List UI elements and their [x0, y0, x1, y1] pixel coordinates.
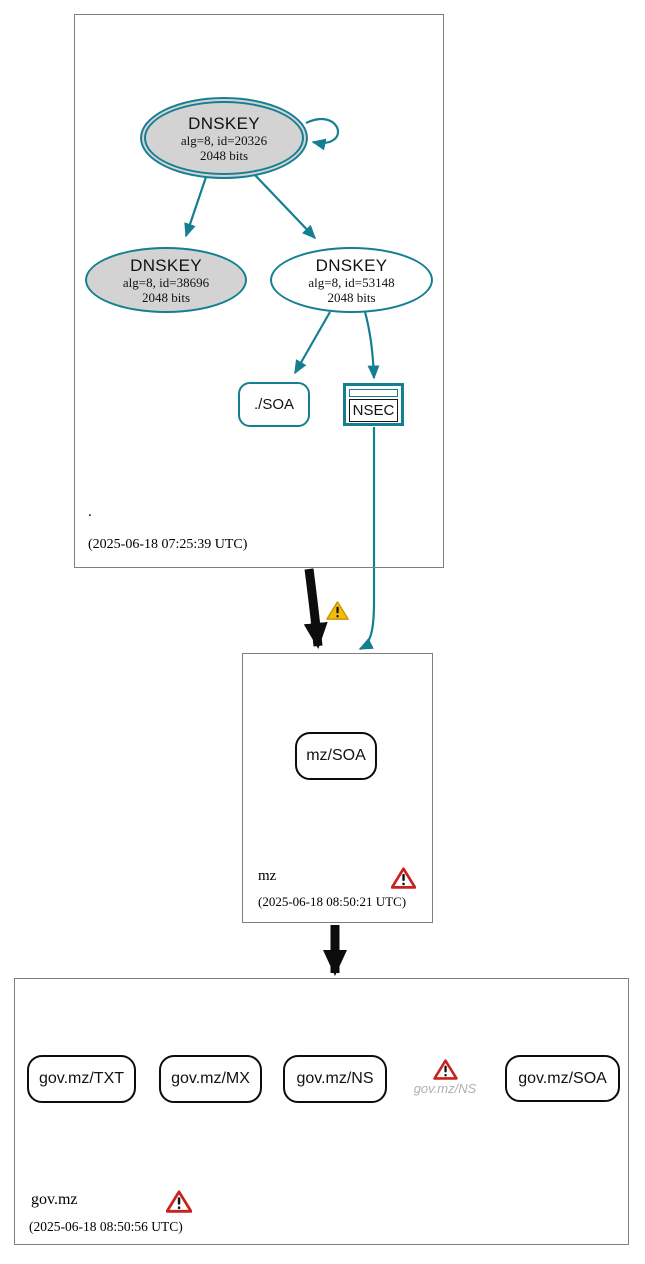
dnskey-20326-title: DNSKEY: [188, 113, 260, 133]
dnskey-53148-params: alg=8, id=53148: [308, 274, 395, 290]
rrset-govmz-ns[interactable]: gov.mz/NS: [283, 1055, 387, 1103]
govmz-zone-error-icon[interactable]: [166, 1190, 192, 1213]
rrset-mz-soa[interactable]: mz/SOA: [295, 732, 377, 780]
mz-zone-timestamp: (2025-06-18 08:50:21 UTC): [258, 894, 407, 909]
zone-box-mz: [242, 653, 433, 923]
rrset-mz-soa-label: mz/SOA: [306, 747, 366, 764]
rrset-govmz-mx-label: gov.mz/MX: [171, 1070, 250, 1087]
rrset-govmz-ns-label: gov.mz/NS: [296, 1070, 374, 1087]
dnskey-53148-node[interactable]: DNSKEY alg=8, id=53148 2048 bits: [270, 247, 433, 313]
dnskey-53148-size: 2048 bits: [327, 289, 376, 305]
mz-zone-error-icon[interactable]: [391, 867, 416, 889]
zone-box-govmz: [14, 978, 629, 1245]
dnskey-38696-size: 2048 bits: [141, 289, 191, 305]
rrset-root-soa[interactable]: ./SOA: [238, 382, 310, 427]
nsec-header-band: [349, 389, 398, 397]
dnskey-38696-title: DNSKEY: [130, 255, 202, 275]
rrset-govmz-soa-label: gov.mz/SOA: [518, 1069, 607, 1087]
rrset-govmz-mx[interactable]: gov.mz/MX: [159, 1055, 262, 1103]
nsec-node[interactable]: NSEC: [343, 383, 404, 426]
rrset-root-soa-label: ./SOA: [253, 396, 294, 413]
edge-root-to-mz-delegation: [303, 568, 328, 649]
dnskey-20326-node[interactable]: DNSKEY alg=8, id=20326 2048 bits: [140, 97, 308, 179]
rrset-govmz-soa[interactable]: gov.mz/SOA: [505, 1055, 620, 1102]
rrset-govmz-txt-label: gov.mz/TXT: [38, 1070, 125, 1087]
rrset-govmz-txt[interactable]: gov.mz/TXT: [27, 1055, 136, 1103]
root-zone-name: .: [88, 504, 92, 520]
govmz-ns-error-label: gov.mz/NS: [413, 1081, 477, 1096]
dnskey-53148-title: DNSKEY: [315, 255, 388, 275]
sep-key-inner-ring: [144, 101, 304, 175]
nsec-node-label: NSEC: [349, 399, 398, 422]
delegation-warning-icon[interactable]: [326, 600, 349, 621]
dnskey-38696-params: alg=8, id=38696: [122, 274, 210, 290]
zone-box-root: [74, 14, 444, 568]
govmz-zone-timestamp: (2025-06-18 08:50:56 UTC): [29, 1219, 183, 1234]
mz-zone-name: mz: [258, 868, 277, 884]
dnskey-20326-size: 2048 bits: [199, 147, 249, 163]
root-zone-timestamp: (2025-06-18 07:25:39 UTC): [88, 537, 248, 552]
dnskey-20326-params: alg=8, id=20326: [180, 132, 268, 148]
govmz-zone-name: gov.mz: [31, 1191, 78, 1208]
govmz-ns-error-icon[interactable]: [433, 1059, 458, 1080]
dnskey-38696-node[interactable]: DNSKEY alg=8, id=38696 2048 bits: [85, 247, 247, 313]
